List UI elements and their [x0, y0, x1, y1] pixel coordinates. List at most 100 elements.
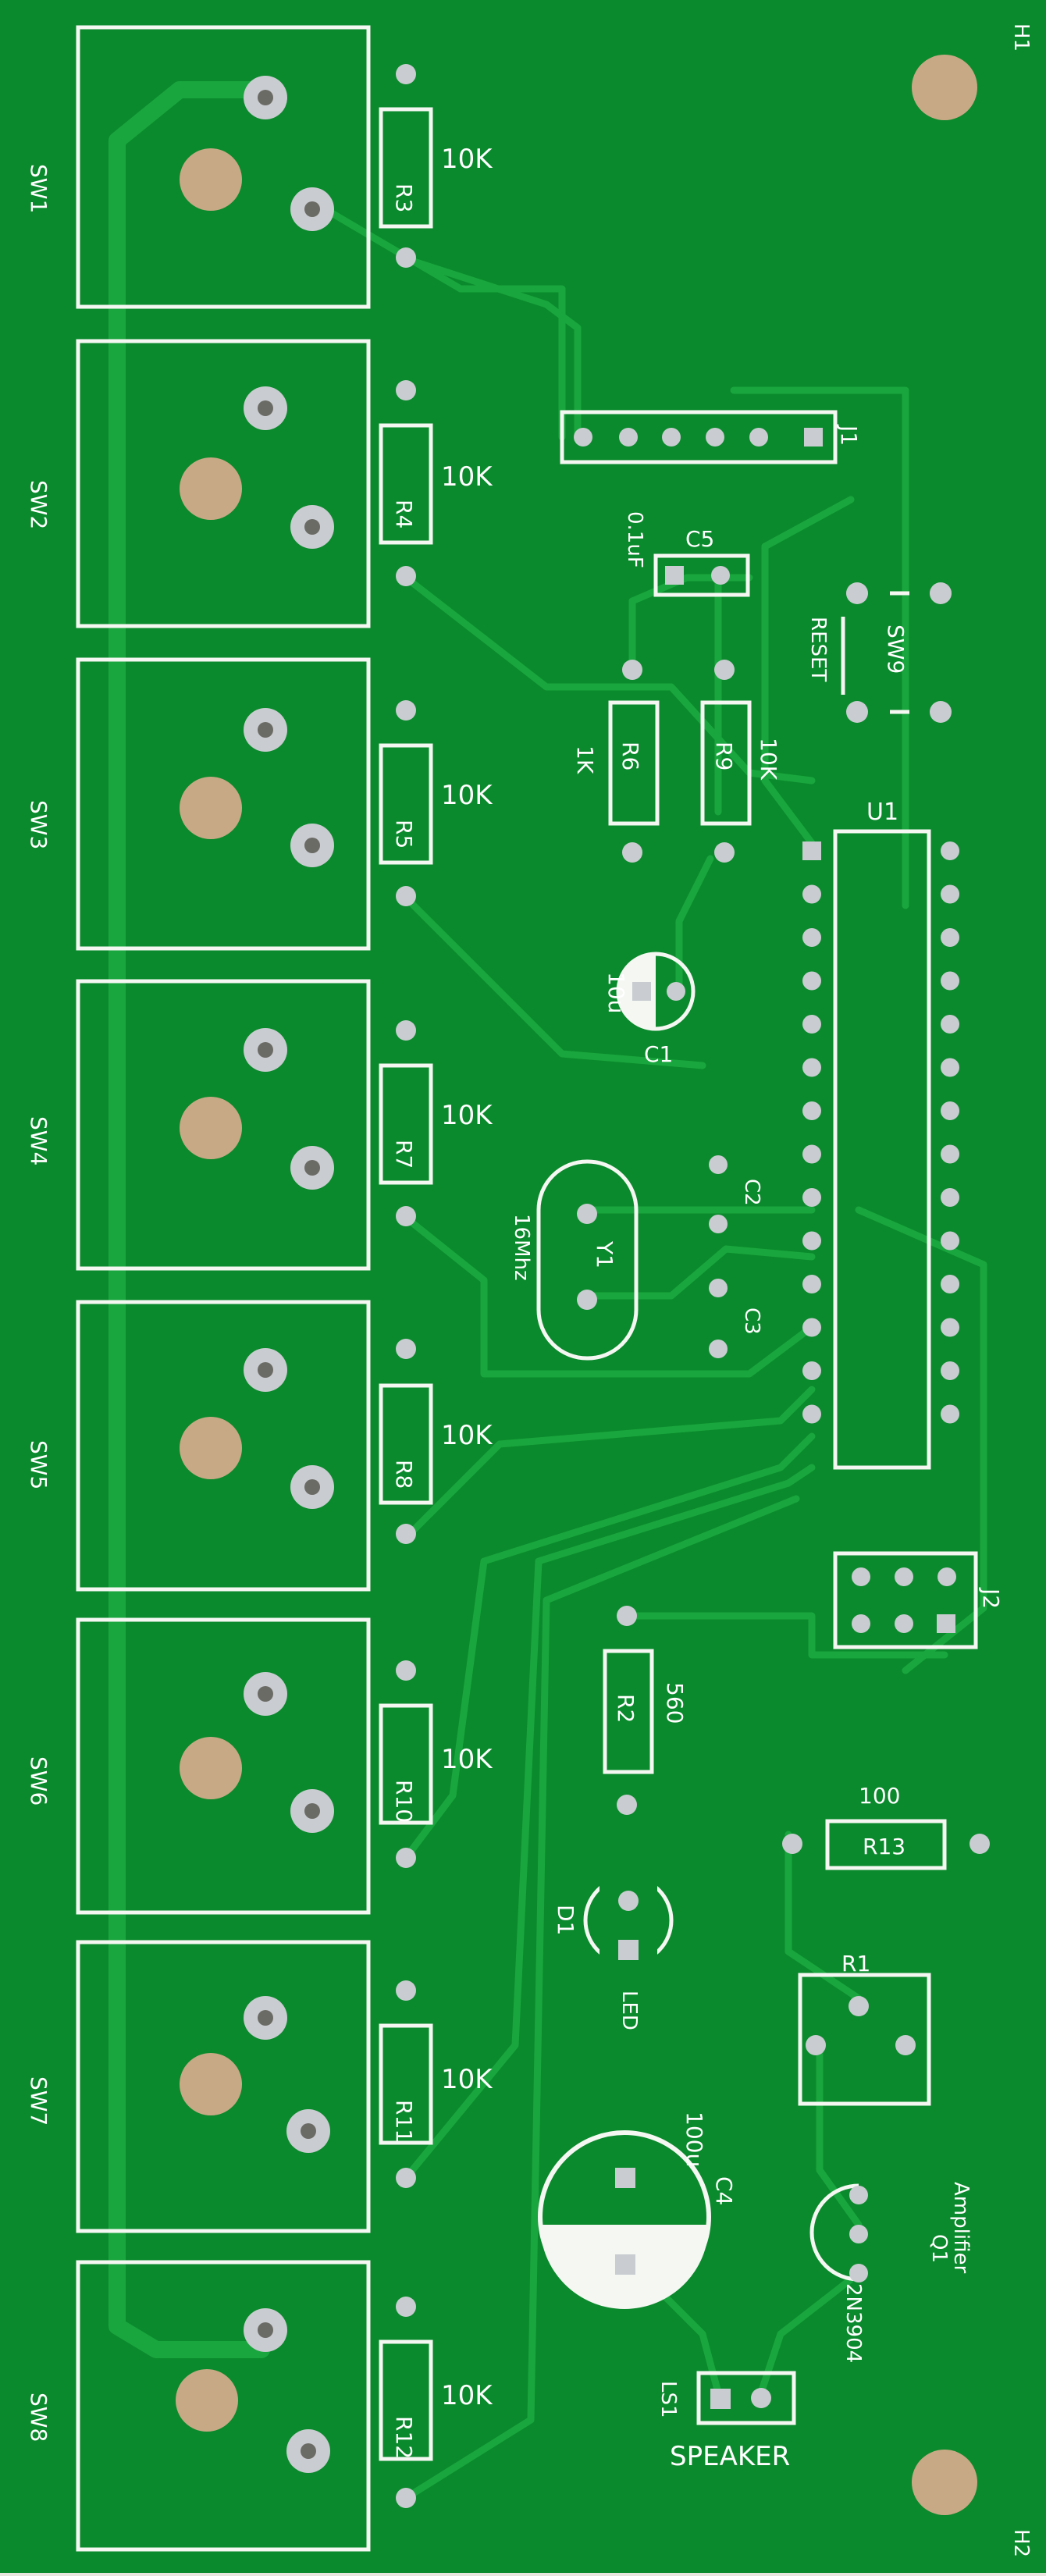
- capacitor-c3: C3: [709, 1279, 763, 1358]
- resistor-value: 10K: [756, 738, 781, 781]
- resistor-value: 10K: [441, 780, 493, 811]
- capacitor-ref: C3: [740, 1308, 763, 1335]
- resistor-ref: R11: [391, 2100, 417, 2143]
- resistor-ref: R9: [711, 742, 737, 770]
- common-trace: [109, 81, 270, 2358]
- resistor-value: 560: [662, 1682, 688, 1724]
- resistor-ref: R7: [391, 1140, 417, 1169]
- switch-label: SW8: [26, 2393, 52, 2442]
- resistor-value: 10K: [441, 2380, 493, 2411]
- mcu-pin: [802, 1275, 821, 1293]
- switch-ref: SW9: [883, 624, 909, 674]
- resistor-r13: R13 100: [782, 1783, 990, 1870]
- resistor-ref: R2: [613, 1694, 639, 1723]
- mcu-pin: [941, 1058, 959, 1077]
- resistor-value: 10K: [441, 1744, 493, 1775]
- capacitor-c5: C5 0.1uF: [623, 511, 750, 597]
- mcu-pin: [802, 841, 821, 860]
- capacitor-value: 100u: [681, 2112, 707, 2167]
- mcu-pin: [941, 1361, 959, 1380]
- mcu-pin: [941, 1015, 959, 1034]
- switch-label: SW5: [26, 1440, 52, 1489]
- transistor-value: 2N3904: [841, 2283, 865, 2363]
- resistor-value: 10K: [441, 1100, 493, 1131]
- resistor-value: 10K: [441, 144, 493, 175]
- switch-sw2: SW2 R4 10K: [26, 339, 493, 628]
- resistor-value: 10K: [441, 461, 493, 493]
- capacitor-ref: C5: [685, 526, 714, 552]
- mcu-pin: [941, 1231, 959, 1251]
- switch-sw4: SW4 R7 10K: [26, 979, 493, 1271]
- mcu-pin: [802, 1318, 821, 1337]
- resistor-r9: R9 10K: [700, 660, 781, 863]
- mcu-pin: [802, 1404, 821, 1424]
- resistor-ref: R10: [391, 1780, 417, 1823]
- mcu-pin: [802, 971, 821, 991]
- resistor-ref: R6: [617, 742, 643, 770]
- switch-sw5: SW5 R8 10K: [26, 1300, 493, 1592]
- resistor-value: 1K: [572, 745, 598, 774]
- mounting-hole-label: H1: [1009, 23, 1033, 52]
- switch-sw6: SW6 R10 10K: [26, 1617, 493, 1915]
- mcu-pin: [941, 1144, 959, 1164]
- mcu-pin: [802, 1188, 821, 1207]
- resistor-value: 100: [859, 1783, 900, 1809]
- capacitor-c4: C4 100u: [538, 2112, 737, 2309]
- resistor-value: 10K: [441, 1420, 493, 1451]
- mcu-pin: [941, 1404, 959, 1424]
- speaker-label: SPEAKER: [670, 2441, 790, 2472]
- potentiometer-ref: R1: [841, 1951, 870, 1976]
- capacitor-value: 10u: [603, 972, 629, 1013]
- mcu-pin: [941, 1275, 959, 1293]
- resistor-r2: R2 560: [603, 1606, 688, 1815]
- switch-label: SW2: [26, 480, 52, 529]
- capacitor-value: 0.1uF: [623, 511, 646, 568]
- transistor-q1: Q1 Amplifier 2N3904: [809, 2182, 973, 2363]
- led-d1: D1 LED: [553, 1866, 674, 2030]
- transistor-ref: Q1: [927, 2234, 951, 2263]
- crystal-value: 16Mhz: [510, 1214, 533, 1281]
- speaker-ls1: LS1 SPEAKER: [656, 2371, 796, 2472]
- resistor-ref: R5: [391, 820, 417, 849]
- mounting-hole-h2: H2: [912, 2450, 1033, 2557]
- header-label: J1: [836, 424, 862, 446]
- capacitor-ref: C2: [740, 1179, 763, 1206]
- speaker-ref: LS1: [656, 2381, 680, 2418]
- switch-sw3: SW3 R5 10K: [26, 657, 493, 951]
- crystal-ref: Y1: [592, 1240, 617, 1268]
- mcu-pin: [941, 1188, 959, 1207]
- mcu-pin: [802, 1015, 821, 1034]
- led-ref: D1: [553, 1905, 578, 1935]
- switch-sw7: SW7 R11 10K: [26, 1940, 493, 2233]
- switch-sw8: SW8 R12 10K: [26, 2260, 493, 2552]
- mcu-pins: [802, 841, 959, 1424]
- resistor-r6: R6 1K: [572, 660, 660, 863]
- mcu-pin: [941, 1318, 959, 1337]
- mcu-pin: [941, 841, 959, 860]
- resistor-ref: R4: [391, 500, 417, 528]
- mcu-pin: [941, 971, 959, 991]
- potentiometer-r1: R1: [798, 1951, 931, 2106]
- resistor-ref: R8: [391, 1460, 417, 1489]
- mcu-pin: [802, 1231, 821, 1251]
- mcu-pin: [802, 1361, 821, 1380]
- resistor-ref: R12: [391, 2416, 417, 2459]
- mcu-pin: [802, 1101, 821, 1120]
- capacitor-c1: 10u C1: [603, 952, 696, 1067]
- capacitor-ref: C1: [644, 1041, 673, 1067]
- reset-switch-sw9: SW9 RESET: [806, 582, 952, 723]
- transistor-label: Amplifier: [949, 2182, 973, 2273]
- capacitor-ref: C4: [711, 2176, 737, 2205]
- switch-label: SW3: [26, 800, 52, 849]
- resistor-ref: R13: [863, 1834, 905, 1859]
- mcu-pin: [802, 884, 821, 904]
- mcu-pin: [941, 928, 959, 947]
- switch-label: SW4: [26, 1116, 52, 1165]
- mounting-hole-h1: H1: [912, 23, 1033, 120]
- mcu-label: U1: [866, 799, 898, 826]
- reset-label: RESET: [806, 617, 830, 681]
- mounting-hole-label: H2: [1009, 2529, 1033, 2557]
